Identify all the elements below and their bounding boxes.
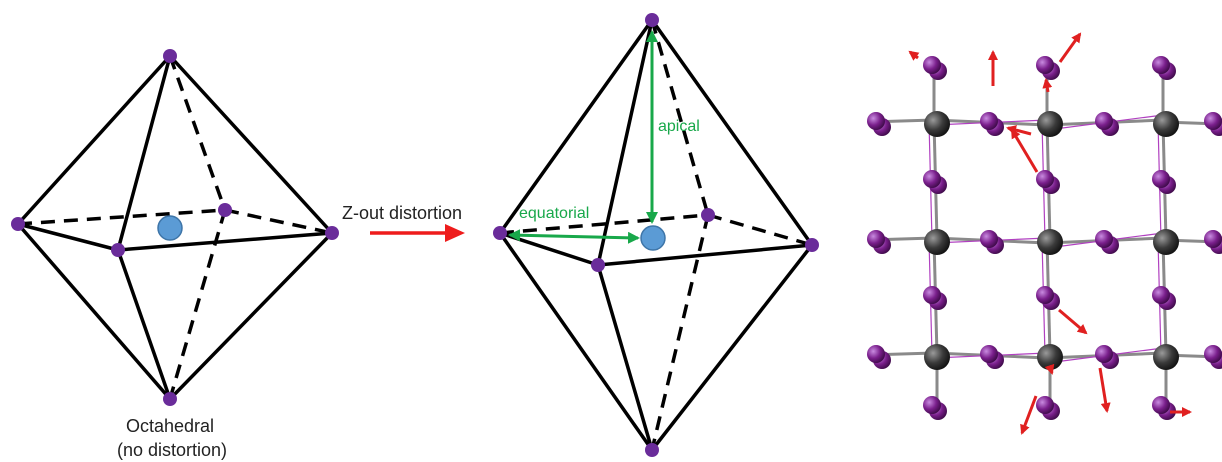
transition-label: Z-out distortion [342, 203, 462, 223]
vertex-back [701, 208, 715, 222]
displacement-arrow [1058, 308, 1088, 335]
iodide-atom [1036, 170, 1054, 188]
iodide-atom [1204, 345, 1222, 363]
distorted-visible-edges [498, 18, 814, 452]
displacement-arrow [1058, 32, 1082, 63]
iodide-atom [980, 345, 998, 363]
displacement-arrow [1010, 128, 1039, 173]
metal-atom [1037, 229, 1063, 255]
metal-atom [1153, 344, 1179, 370]
iodide-atom [1152, 170, 1170, 188]
iodide-atom [1152, 56, 1170, 74]
iodide-atom [1036, 286, 1054, 304]
displacement-vectors [908, 32, 1192, 435]
iodide-atom [980, 112, 998, 130]
vertex-top [645, 13, 659, 27]
vertex-back [218, 203, 232, 217]
center-atom [640, 225, 666, 251]
iodide-atom [1095, 230, 1113, 248]
equatorial-arrow [508, 229, 640, 244]
displacement-arrow [1042, 78, 1053, 93]
metal-atom [1153, 111, 1179, 137]
octahedron-vertices [11, 49, 339, 406]
center-atom [157, 215, 183, 241]
iodide-atom [867, 230, 885, 248]
metal-atom [1037, 111, 1063, 137]
iodide-atom [867, 345, 885, 363]
apical-label: apical [658, 118, 700, 135]
regular-octahedron: Octahedral (no distortion) [11, 49, 339, 460]
iodide-atom [1095, 345, 1113, 363]
iodide-atom [923, 286, 941, 304]
iodide-atom [980, 230, 998, 248]
displacement-arrow [1098, 367, 1111, 413]
vertex-front [591, 258, 605, 272]
lattice-structure [867, 32, 1222, 435]
vertex-right [325, 226, 339, 240]
vertex-top [163, 49, 177, 63]
vertex-right [805, 238, 819, 252]
iodide-atom [1152, 286, 1170, 304]
displacement-arrow [1020, 395, 1038, 435]
vertex-front [111, 243, 125, 257]
iodide-atom [923, 56, 941, 74]
right-arrow-icon [370, 224, 465, 242]
iodide-atom [1095, 112, 1113, 130]
metal-atom [1037, 344, 1063, 370]
iodide-atom [923, 396, 941, 414]
iodide-atom [1036, 396, 1054, 414]
lattice-iodides [867, 56, 1222, 420]
metal-atom [924, 229, 950, 255]
vertex-bottom [645, 443, 659, 457]
iodide-atom [1152, 396, 1170, 414]
caption-line-2: (no distortion) [117, 440, 227, 460]
transition: Z-out distortion [342, 203, 465, 242]
vertex-left [11, 217, 25, 231]
lattice-metals [924, 111, 1179, 370]
iodide-atom [923, 170, 941, 188]
iodide-atom [1204, 112, 1222, 130]
equatorial-label: equatorial [519, 205, 589, 222]
octahedron-visible-edges [16, 54, 334, 401]
metal-atom [1153, 229, 1179, 255]
distorted-vertices [493, 13, 819, 457]
displacement-arrow [908, 50, 920, 61]
iodide-atom [1036, 56, 1054, 74]
metal-atom [924, 111, 950, 137]
distorted-octahedron: apical equatorial [493, 13, 819, 457]
iodide-atom [867, 112, 885, 130]
metal-atom [924, 344, 950, 370]
caption-line-1: Octahedral [126, 416, 214, 436]
vertex-left [493, 226, 507, 240]
vertex-bottom [163, 392, 177, 406]
displacement-arrow [1044, 363, 1055, 375]
iodide-atom [1204, 230, 1222, 248]
